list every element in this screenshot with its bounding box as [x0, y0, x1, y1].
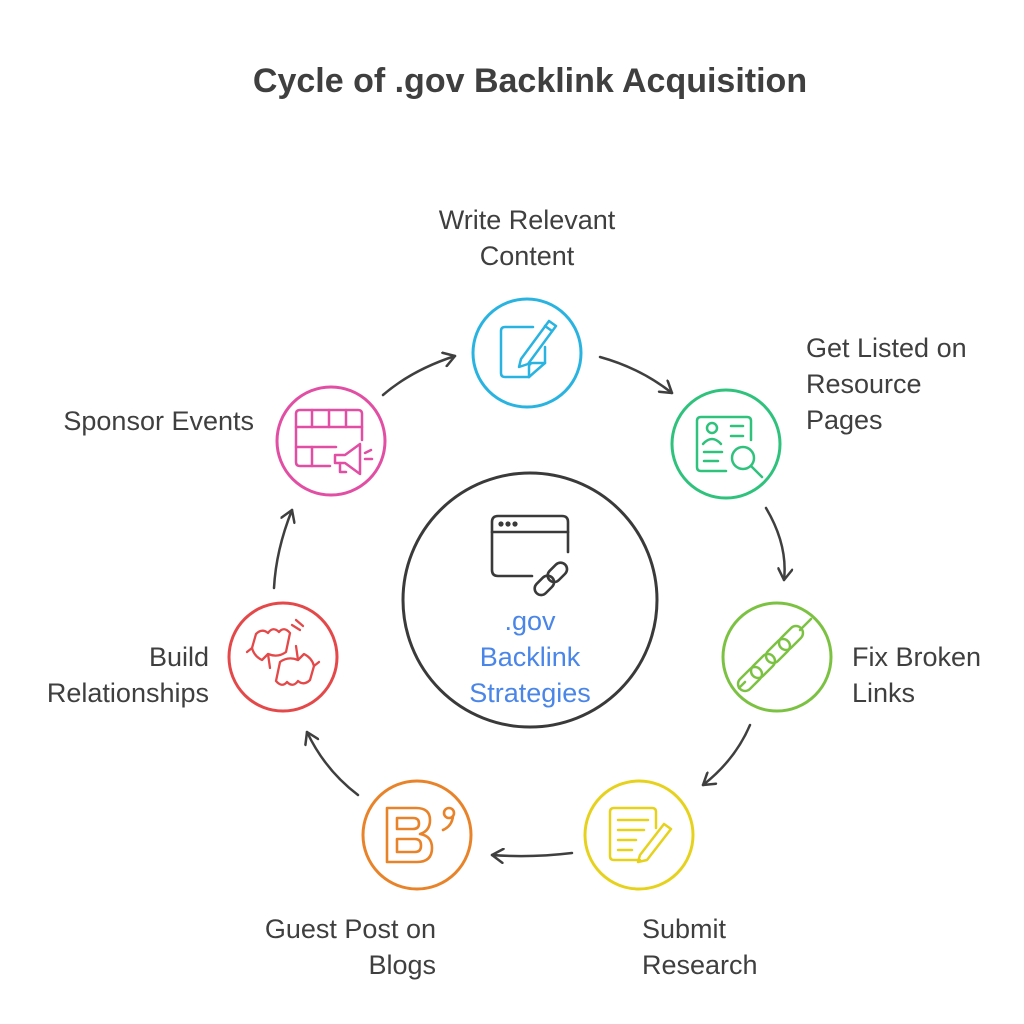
arrow-resource-to-fix [764, 506, 785, 582]
profile-search-icon [695, 415, 764, 479]
center-hub [401, 471, 659, 729]
arrow-build-to-sponsor [272, 508, 292, 590]
center-label-line: Backlink [479, 642, 581, 672]
fist-bump-icon [245, 618, 321, 686]
label-write-relevant-content: Write Relevant Content [425, 202, 629, 274]
label-line: Write Relevant [438, 205, 616, 235]
node-circle [275, 385, 387, 497]
node-circle [583, 779, 695, 891]
label-line: Research [642, 950, 758, 980]
node-get-listed-on-resource-pages [670, 388, 782, 500]
label-fix-broken-links: Fix Broken Links [852, 639, 981, 711]
label-line: Resource [806, 369, 922, 399]
browser-link-icon [490, 514, 570, 597]
node-circle [721, 601, 833, 713]
node-guest-post-on-blogs [361, 779, 473, 891]
arrow-submit-to-guest [490, 853, 574, 856]
label-line: Get Listed on [806, 333, 967, 363]
label-line: Content [479, 241, 575, 271]
label-get-listed-on-resource-pages: Get Listed on Resource Pages [806, 330, 967, 438]
label-line: Links [852, 678, 916, 708]
node-sponsor-events [275, 385, 387, 497]
node-circle [361, 779, 473, 891]
cycle-arrows [272, 355, 785, 856]
label-line: Guest Post on [264, 914, 436, 944]
blogger-icon [385, 806, 456, 864]
node-circle [670, 388, 782, 500]
calendar-megaphone-icon [294, 408, 374, 476]
node-circle [471, 297, 583, 409]
node-circle [227, 601, 339, 713]
arrow-guest-to-build [307, 730, 360, 797]
label-line: Pages [806, 405, 883, 435]
label-build-relationships: Build Relationships [10, 639, 209, 711]
center-label-line: Strategies [469, 678, 591, 708]
arrow-sponsor-to-content [381, 356, 457, 397]
center-ring [401, 471, 659, 729]
label-line: Blogs [368, 950, 436, 980]
pen-document-icon [499, 319, 558, 379]
center-label: .gov Backlink Strategies [430, 603, 630, 711]
diagram-title: Cycle of .gov Backlink Acquisition [252, 62, 808, 100]
center-label-line: .gov [504, 606, 556, 636]
label-line: Build [148, 642, 209, 672]
node-fix-broken-links [721, 601, 833, 713]
label-guest-post-on-blogs: Guest Post on Blogs [210, 911, 436, 983]
arrow-content-to-resource [598, 355, 674, 395]
broken-chain-icon [736, 617, 813, 693]
label-line: Fix Broken [852, 642, 982, 672]
arrow-fix-to-submit [701, 723, 752, 787]
node-build-relationships [227, 601, 339, 713]
label-submit-research: Submit Research [642, 911, 758, 983]
label-sponsor-events: Sponsor Events [10, 403, 254, 439]
label-line: Relationships [46, 678, 209, 708]
node-submit-research [583, 779, 695, 891]
label-line: Submit [642, 914, 727, 944]
document-edit-icon [608, 806, 673, 864]
label-line: Sponsor Events [63, 406, 254, 436]
node-write-relevant-content [471, 297, 583, 409]
